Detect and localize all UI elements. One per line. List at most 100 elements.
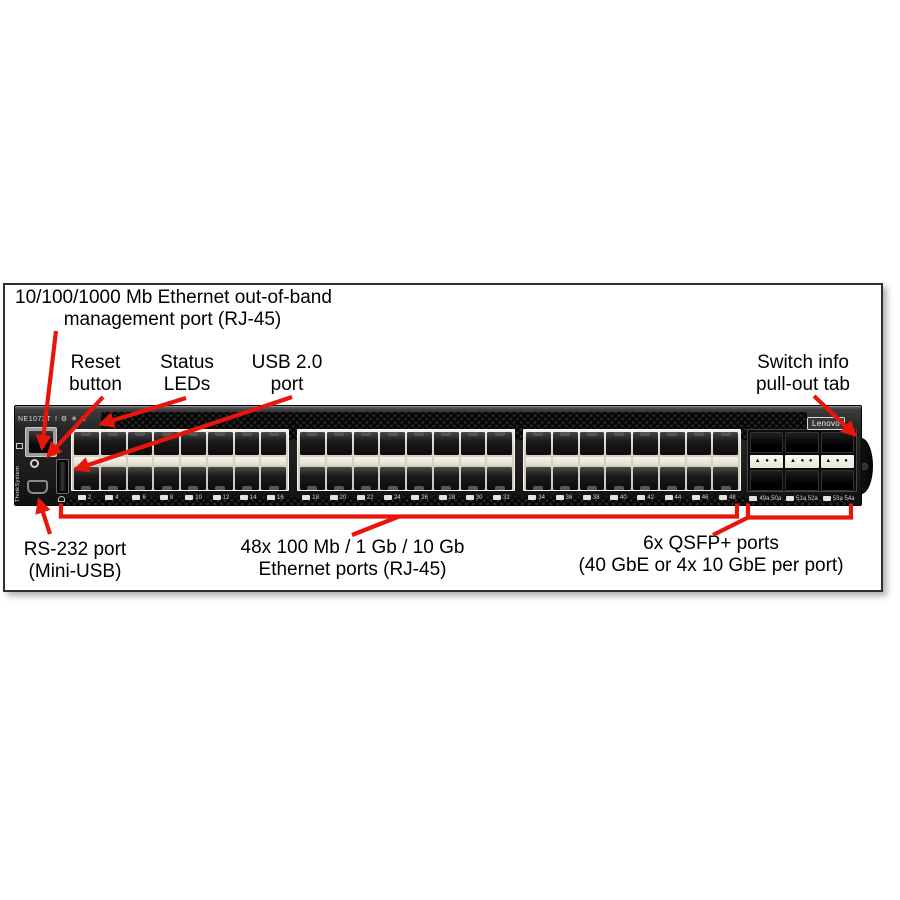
label-line: Reset (70, 352, 121, 373)
rj45-port (686, 467, 712, 490)
ethernet-icon (16, 443, 23, 449)
callout-label-mgmt-port: 10/100/1000 Mb Ethernet out-of-band mana… (15, 287, 332, 331)
rj45-port (207, 467, 233, 490)
model-label: NE1072T (18, 416, 52, 423)
port-number-label: 44 (659, 494, 686, 501)
rj45-port (659, 467, 685, 490)
rj45-port (300, 467, 325, 490)
port-shield-strip (100, 457, 126, 465)
usb-slot (59, 462, 66, 491)
port-number-label: 26 (406, 494, 433, 501)
rj45-port (353, 432, 379, 455)
rj45-port (261, 467, 286, 490)
rj45-port (154, 467, 179, 490)
label-line: RS-232 port (23, 539, 127, 560)
reset-button (30, 459, 39, 468)
rj45-port (127, 432, 153, 455)
qsfp-port (750, 470, 784, 491)
port-number-label: 28 (433, 494, 460, 501)
status-leds: ! ⚙ ✳ S (55, 416, 87, 423)
rj45-port (552, 432, 578, 455)
callout-label-status-leds: Status LEDs (148, 352, 226, 396)
port-number-label: 8 (153, 494, 180, 501)
port-number-label: 12 (207, 494, 234, 501)
callout-label-ethernet-ports: 48x 100 Mb / 1 Gb / 10 Gb Ethernet ports… (210, 537, 495, 581)
rj45-port (234, 467, 260, 490)
port-number-label: 2 (71, 494, 98, 501)
port-number-label: 24 (379, 494, 406, 501)
rj45-port (606, 467, 631, 490)
callout-label-qsfp-ports: 6x QSFP+ ports (40 GbE or 4x 10 GbE per … (552, 533, 870, 577)
label-line: Status (160, 352, 214, 373)
label-line: 48x 100 Mb / 1 Gb / 10 Gb (240, 537, 465, 558)
label-line: USB 2.0 (251, 352, 323, 373)
port-number-label: 38 (578, 494, 605, 501)
rj45-port (526, 467, 551, 490)
usb2-port (56, 459, 69, 494)
rj45-port (380, 432, 405, 455)
callout-label-reset-button: Reset button (58, 352, 133, 396)
port-shield-strip (526, 457, 551, 465)
rj45-port (127, 467, 153, 490)
port-shield-strip (353, 457, 379, 465)
rj45-port (261, 432, 286, 455)
port-number-label: 30 (461, 494, 488, 501)
label-line: pull-out tab (755, 374, 850, 395)
port-number-label: 18 (297, 494, 324, 501)
port-shield-strip (460, 457, 486, 465)
port-shield-strip (154, 457, 179, 465)
rj45-port (300, 432, 325, 455)
label-line: Switch info (757, 352, 849, 373)
qsfp-number-label: 53a 54a (820, 495, 857, 502)
rj45-port (154, 432, 179, 455)
rj45-port (686, 432, 712, 455)
pull-out-tab-hole (861, 463, 868, 470)
port-shield-strip (487, 457, 512, 465)
rj45-port (207, 432, 233, 455)
port-shield-strip (433, 457, 459, 465)
port-shield-strip (686, 457, 712, 465)
rj45-port (579, 467, 605, 490)
port-number-label: 4 (98, 494, 125, 501)
port-shield-strip (380, 457, 405, 465)
rj45-port (353, 467, 379, 490)
vent-grille (57, 497, 851, 505)
port-number-label: 10 (180, 494, 207, 501)
qsfp-guide-strip: ▲ ● ● ▼ (750, 455, 784, 476)
qsfp-guide-strip: ▲ ● ● ▼ (820, 455, 854, 476)
port-number-label: 6 (126, 494, 153, 501)
qsfp-guide-strip: ▲ ● ● ▼ (785, 455, 819, 476)
port-number-label: 48 (714, 494, 741, 501)
label-line: (40 GbE or 4x 10 GbE per port) (578, 555, 844, 576)
port-number-label: 40 (605, 494, 632, 501)
label-line: (Mini-USB) (28, 561, 122, 582)
rj45-port (460, 432, 486, 455)
port-shield-strip (300, 457, 325, 465)
qsfp-port (820, 432, 854, 453)
management-rj45-port (25, 427, 57, 457)
rj45-port (74, 467, 99, 490)
port-number-label: 20 (324, 494, 351, 501)
rj45-port (326, 467, 352, 490)
rj45-port (74, 432, 99, 455)
rj45-port (100, 467, 126, 490)
rj45-port (326, 432, 352, 455)
port-number-label: 42 (632, 494, 659, 501)
rj45-port (407, 432, 432, 455)
port-number-label: 46 (687, 494, 714, 501)
rj45-port (460, 467, 486, 490)
qsfp-port (750, 432, 784, 453)
port-number-label: 32 (488, 494, 515, 501)
port-shield-strip (407, 457, 432, 465)
rj45-port (633, 467, 658, 490)
rj45-port (633, 432, 658, 455)
port-number-label: 14 (235, 494, 262, 501)
port-shield-strip (74, 457, 99, 465)
port-shield-strip (207, 457, 233, 465)
